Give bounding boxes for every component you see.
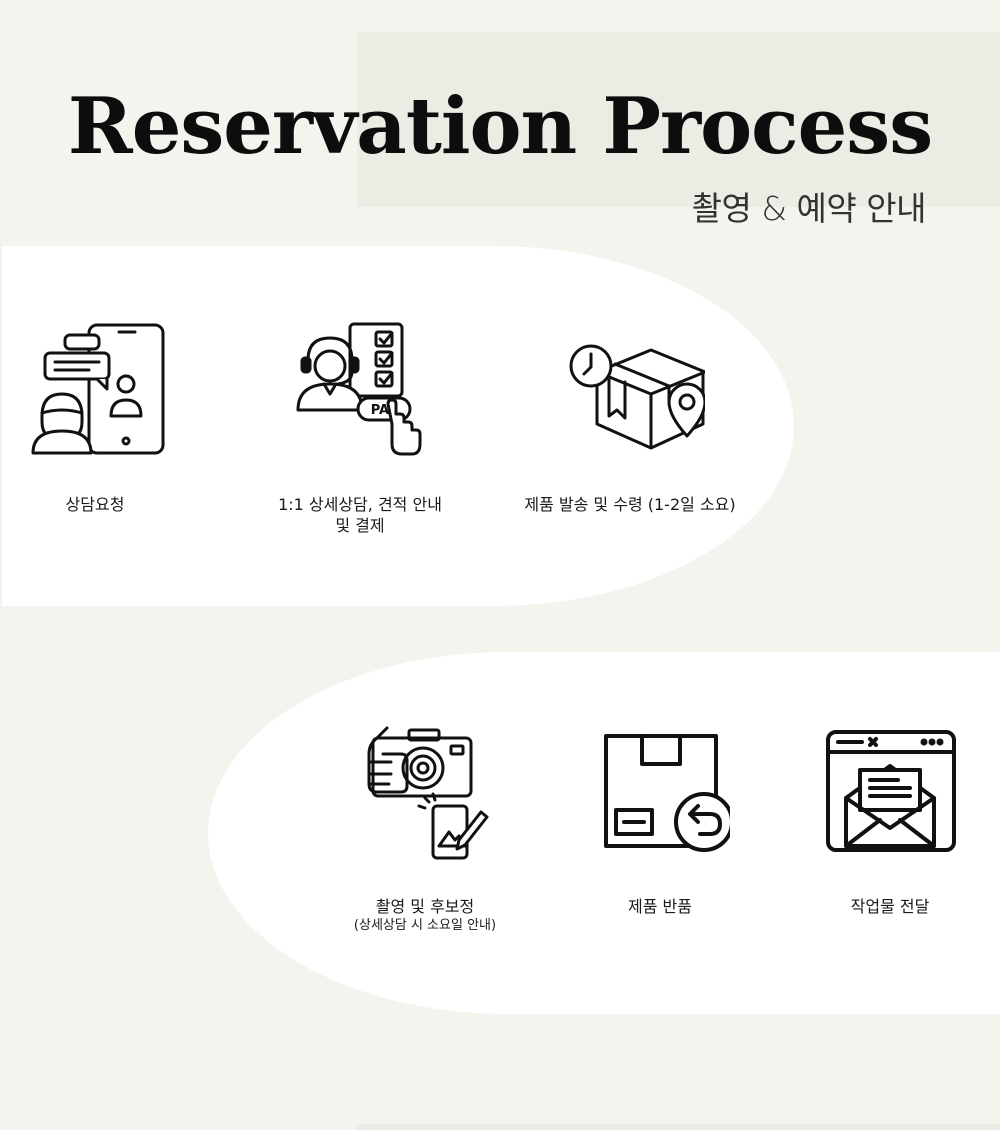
- step-label: 제품 발송 및 수령 (1-2일 소요): [524, 495, 736, 514]
- delivery-box-icon: [569, 344, 705, 450]
- step-consult-request: 상담요청: [20, 320, 170, 515]
- return-box-icon: [604, 734, 730, 852]
- step-label: 작업물 전달: [850, 897, 930, 916]
- step-label: 제품 반품: [628, 897, 692, 916]
- step-deliverable-transfer: 작업물 전달: [810, 722, 970, 917]
- page-subtitle: 촬영 & 예약 안내: [691, 189, 927, 228]
- footer-shade: [357, 1124, 1000, 1130]
- phone-chat-consult-icon: [31, 323, 165, 455]
- step-label: 상담요청: [65, 495, 125, 514]
- step-sublabel: (상세상담 시 소요일 안내): [353, 918, 497, 933]
- step-label: 1:1 상세상담, 견적 안내: [278, 495, 442, 514]
- step-label: 촬영 및 후보정: [375, 897, 475, 916]
- step-label-line2: 및 결제: [335, 516, 385, 535]
- step-shooting-retouch: 촬영 및 후보정 (상세상담 시 소요일 안내): [320, 722, 530, 935]
- email-delivery-icon: [826, 730, 956, 852]
- header-shade: [357, 32, 1000, 207]
- step-detailed-consultation: PAY 1:1 상세상담, 견적 안내 및 결제: [245, 320, 475, 536]
- pay-consultant-icon: PAY: [296, 322, 422, 456]
- page-title: Reservation Process: [67, 81, 933, 172]
- step-product-shipping: 제품 발송 및 수령 (1-2일 소요): [500, 320, 760, 515]
- step-product-return: 제품 반품: [580, 722, 740, 917]
- camera-retouch-icon: [367, 726, 489, 860]
